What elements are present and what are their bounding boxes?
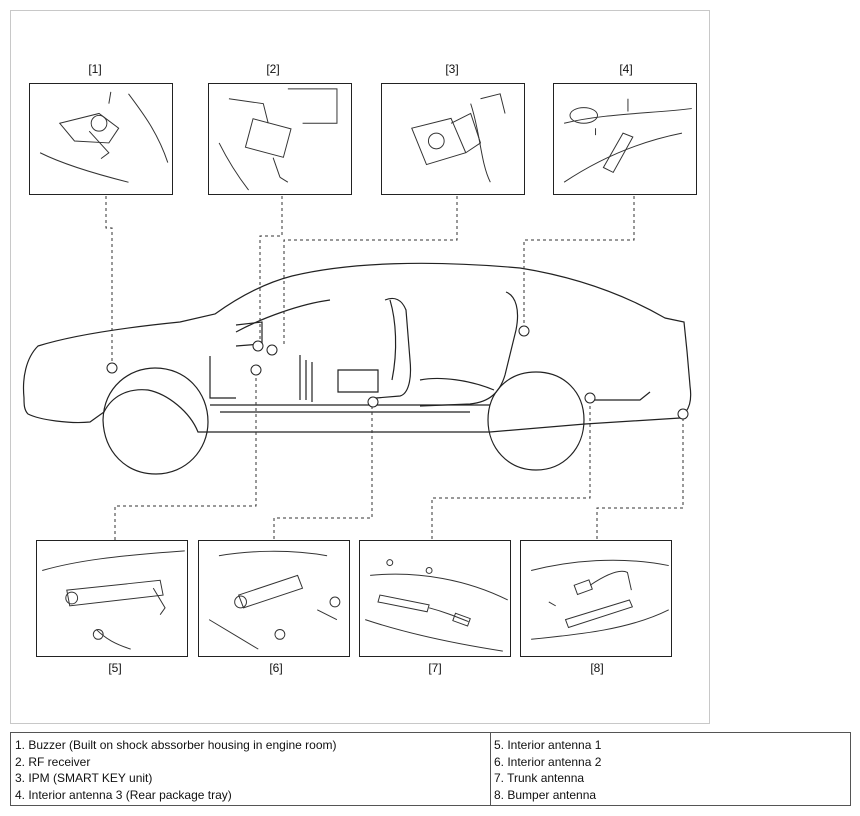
panel-label-1: [1] <box>88 62 102 76</box>
legend-column-left: 1. Buzzer (Built on shock abssorber hous… <box>11 733 491 805</box>
panel-label-8: [8] <box>590 661 604 675</box>
detail-panel-6 <box>198 540 350 657</box>
marker-rf-receiver <box>252 340 264 352</box>
buzzer-detail-illustration <box>39 91 169 183</box>
detail-panel-3 <box>381 83 525 195</box>
legend-column-right: 5. Interior antenna 1 6. Interior antenn… <box>491 733 850 805</box>
panel-label-6: [6] <box>269 661 283 675</box>
detail-panel-5 <box>36 540 188 657</box>
legend-item-interior-antenna-1: 5. Interior antenna 1 <box>494 738 602 752</box>
legend-item-trunk-antenna: 7. Trunk antenna <box>494 771 585 785</box>
ipm-detail-illustration <box>411 93 506 183</box>
panel-label-7: [7] <box>428 661 442 675</box>
component-legend: 1. Buzzer (Built on shock abssorber hous… <box>10 732 851 806</box>
figure-frame <box>10 10 710 724</box>
marker-bumper-antenna <box>677 408 689 420</box>
panel-label-3: [3] <box>445 62 459 76</box>
trunk-antenna-illustration <box>365 559 508 652</box>
marker-interior-antenna-3 <box>518 325 530 337</box>
bumper-antenna-illustration <box>531 559 669 640</box>
legend-item-interior-antenna-3: 4. Interior antenna 3 (Rear package tray… <box>15 787 232 802</box>
detail-panel-4 <box>553 83 697 195</box>
panel-label-4: [4] <box>619 62 633 76</box>
marker-buzzer <box>106 362 118 374</box>
rf-receiver-detail-illustration <box>218 88 338 191</box>
interior-antenna-1-illustration <box>42 550 185 650</box>
interior-antenna-2-illustration <box>208 550 341 650</box>
package-tray-antenna-illustration <box>563 98 692 183</box>
detail-panel-1 <box>29 83 173 195</box>
marker-ipm <box>266 344 278 356</box>
panel-label-2: [2] <box>266 62 280 76</box>
legend-item-ipm: 3. IPM (SMART KEY unit) <box>15 771 153 785</box>
detail-panel-7 <box>359 540 511 657</box>
legend-item-rf-receiver: 2. RF receiver <box>15 754 91 769</box>
detail-panel-2 <box>208 83 352 195</box>
legend-item-bumper-antenna: 8. Bumper antenna <box>494 787 597 802</box>
legend-item-interior-antenna-2: 6. Interior antenna 2 <box>494 754 602 769</box>
component-markers <box>106 325 689 420</box>
marker-interior-antenna-2 <box>367 396 379 408</box>
legend-item-buzzer: 1. Buzzer (Built on shock abssorber hous… <box>15 738 337 752</box>
detail-panel-8 <box>520 540 672 657</box>
leader-lines <box>105 196 684 540</box>
car-outline <box>22 262 692 475</box>
marker-trunk-antenna <box>584 392 596 404</box>
panel-label-5: [5] <box>108 661 122 675</box>
marker-interior-antenna-1 <box>250 364 262 376</box>
